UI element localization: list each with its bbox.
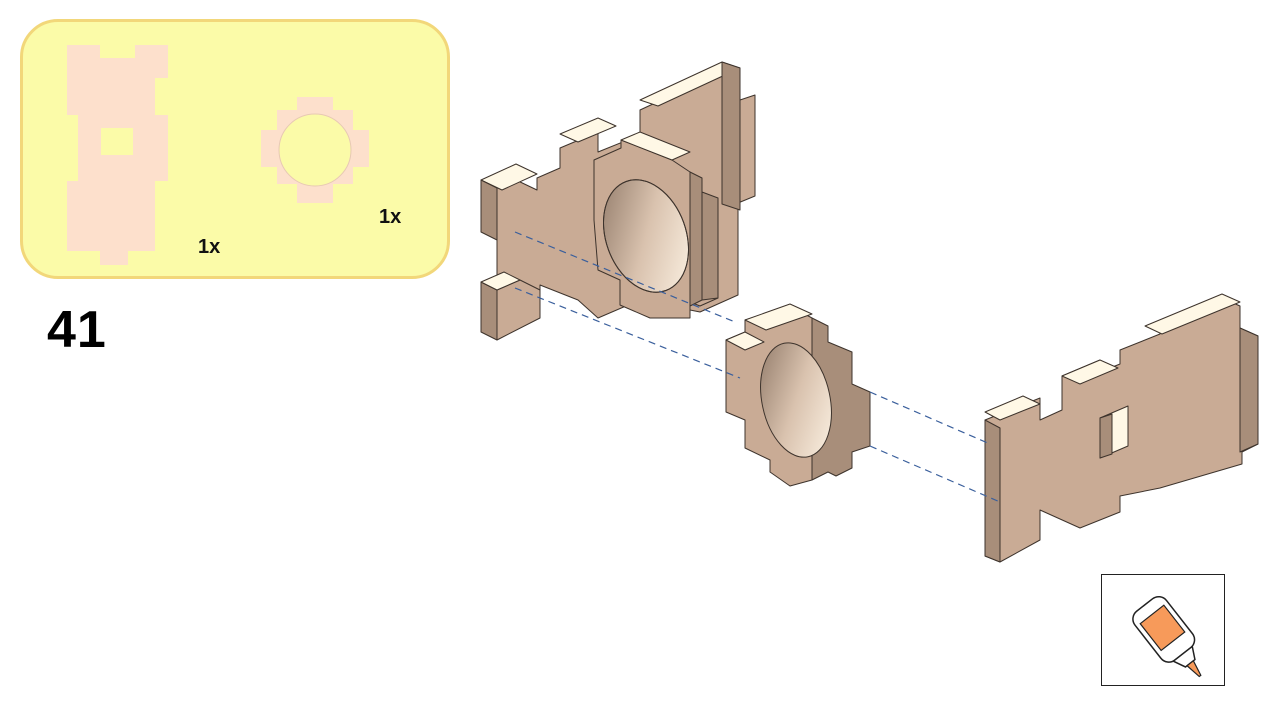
parts-panel: 1x 1x bbox=[20, 19, 450, 279]
flat-plate-part bbox=[67, 45, 168, 265]
plate-quantity: 1x bbox=[198, 236, 221, 258]
ring-quantity: 1x bbox=[379, 206, 402, 228]
left-assembled-block bbox=[480, 61, 756, 341]
glue-bottle-icon bbox=[1132, 595, 1202, 678]
glue-instruction bbox=[1101, 574, 1225, 686]
flat-ring-part bbox=[261, 97, 369, 203]
parts-shapes bbox=[67, 45, 369, 265]
alignment-guides bbox=[514, 231, 1001, 503]
middle-ring-gear bbox=[725, 303, 871, 487]
right-window-plate bbox=[984, 293, 1259, 563]
step-number: 41 bbox=[47, 301, 107, 359]
